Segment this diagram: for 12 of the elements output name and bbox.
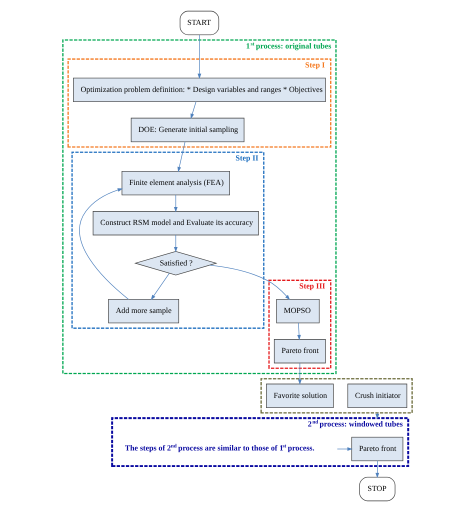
arrow [296, 322, 300, 340]
arrow [150, 272, 170, 300]
arrow [173, 234, 178, 252]
arrow [177, 142, 185, 172]
arrow [197, 34, 201, 79]
arrow [190, 101, 196, 119]
arrow [173, 194, 178, 212]
arrow [298, 362, 302, 385]
arrow [336, 447, 352, 451]
arrow [208, 264, 290, 300]
arrow [78, 188, 128, 300]
arrow [374, 460, 379, 478]
